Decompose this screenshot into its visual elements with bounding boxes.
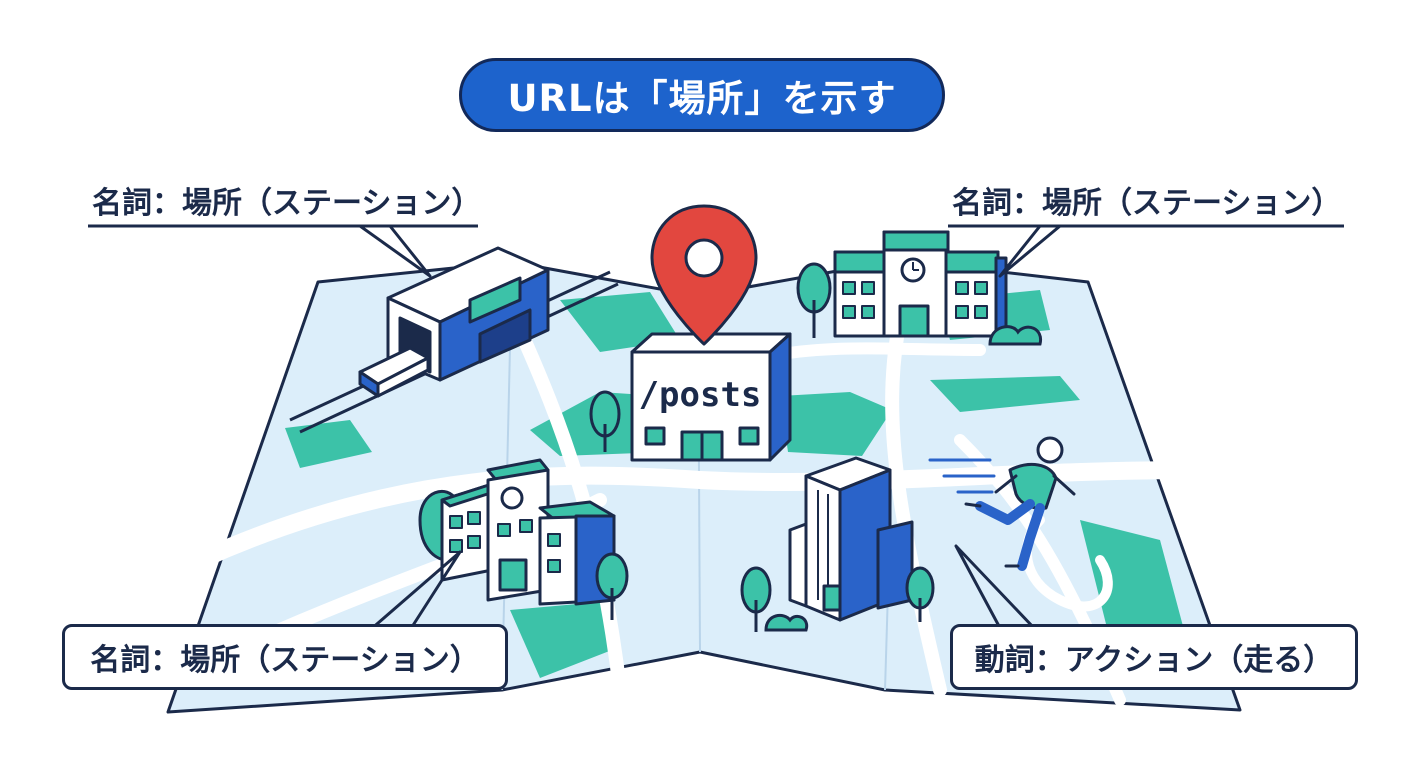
label-top-right: 名詞：場所（ステーション） [952,186,1342,221]
label-top-left: 名詞：場所（ステーション） [92,186,482,221]
bush-icon [988,325,1043,346]
label-bottom-left: 名詞：場所（ステーション） [62,624,508,690]
tree-icon [595,552,629,620]
posts-building [630,332,792,462]
title-pill: URLは「場所」を示す [459,58,945,132]
tree-icon [589,390,621,452]
bush-icon [764,613,809,632]
callout-pointers [88,224,1344,632]
tree-icon [796,262,832,338]
office-tower [788,456,914,622]
posts-label: /posts [639,375,762,415]
running-person-icon [928,436,1076,571]
tree-icon [740,566,935,632]
school-building-top [833,230,1008,338]
label-bottom-right: 動詞：アクション（走る） [950,624,1358,690]
map-pin-icon [650,204,758,346]
station-building [358,246,550,398]
